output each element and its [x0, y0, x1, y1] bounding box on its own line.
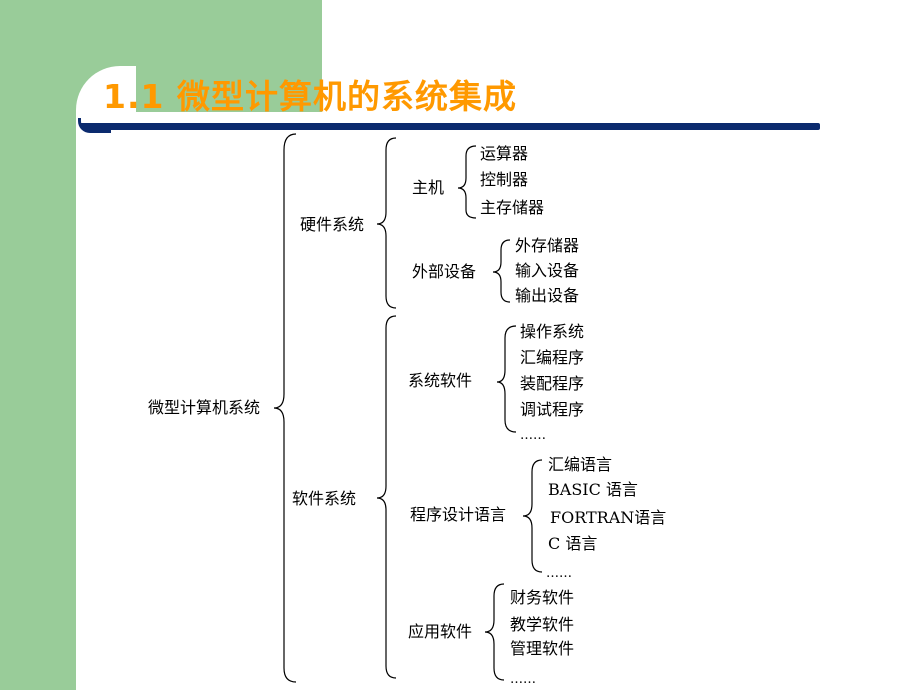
- host-label: 主机: [412, 178, 445, 197]
- system-software-more: ……: [520, 428, 546, 443]
- peripherals-brace: [492, 239, 511, 303]
- peripherals-label: 外部设备: [412, 262, 477, 281]
- languages-brace: [522, 459, 543, 573]
- languages-label: 程序设计语言: [410, 505, 507, 524]
- system-software-brace: [496, 325, 517, 433]
- peripherals-item-2: 输入设备: [515, 261, 580, 280]
- host-brace: [457, 145, 477, 219]
- applications-item-3: 管理软件: [510, 639, 575, 658]
- system-software-label: 系统软件: [408, 371, 473, 390]
- applications-item-2: 教学软件: [510, 615, 575, 634]
- host-item-2: 控制器: [480, 170, 529, 189]
- title-underline: [80, 123, 820, 130]
- green-background-side: [0, 112, 76, 690]
- system-software-item-1: 操作系统: [520, 322, 585, 341]
- green-background-top: [0, 0, 322, 112]
- applications-brace: [484, 583, 505, 681]
- system-software-item-4: 调试程序: [520, 400, 585, 419]
- languages-item-3: FORTRAN语言: [550, 508, 667, 527]
- root-label: 微型计算机系统: [148, 398, 261, 417]
- software-brace: [376, 315, 397, 679]
- hardware-brace: [376, 137, 397, 309]
- root-brace: [273, 133, 297, 683]
- languages-item-1: 汇编语言: [548, 455, 613, 474]
- title-underline-curve: [78, 118, 111, 133]
- system-software-item-3: 装配程序: [520, 374, 585, 393]
- applications-item-1: 财务软件: [510, 588, 575, 607]
- peripherals-item-3: 输出设备: [515, 286, 580, 305]
- languages-item-2: BASIC 语言: [548, 480, 638, 499]
- applications-more: ……: [510, 672, 536, 687]
- languages-more: ……: [546, 566, 572, 581]
- languages-item-4: C 语言: [548, 534, 598, 553]
- applications-label: 应用软件: [408, 622, 473, 641]
- system-software-item-2: 汇编程序: [520, 348, 585, 367]
- peripherals-item-1: 外存储器: [515, 236, 580, 255]
- hardware-label: 硬件系统: [300, 215, 365, 234]
- host-item-1: 运算器: [480, 144, 529, 163]
- host-item-3: 主存储器: [480, 198, 545, 217]
- slide-title: 1.1 微型计算机的系统集成: [103, 77, 517, 116]
- software-label: 软件系统: [292, 489, 357, 508]
